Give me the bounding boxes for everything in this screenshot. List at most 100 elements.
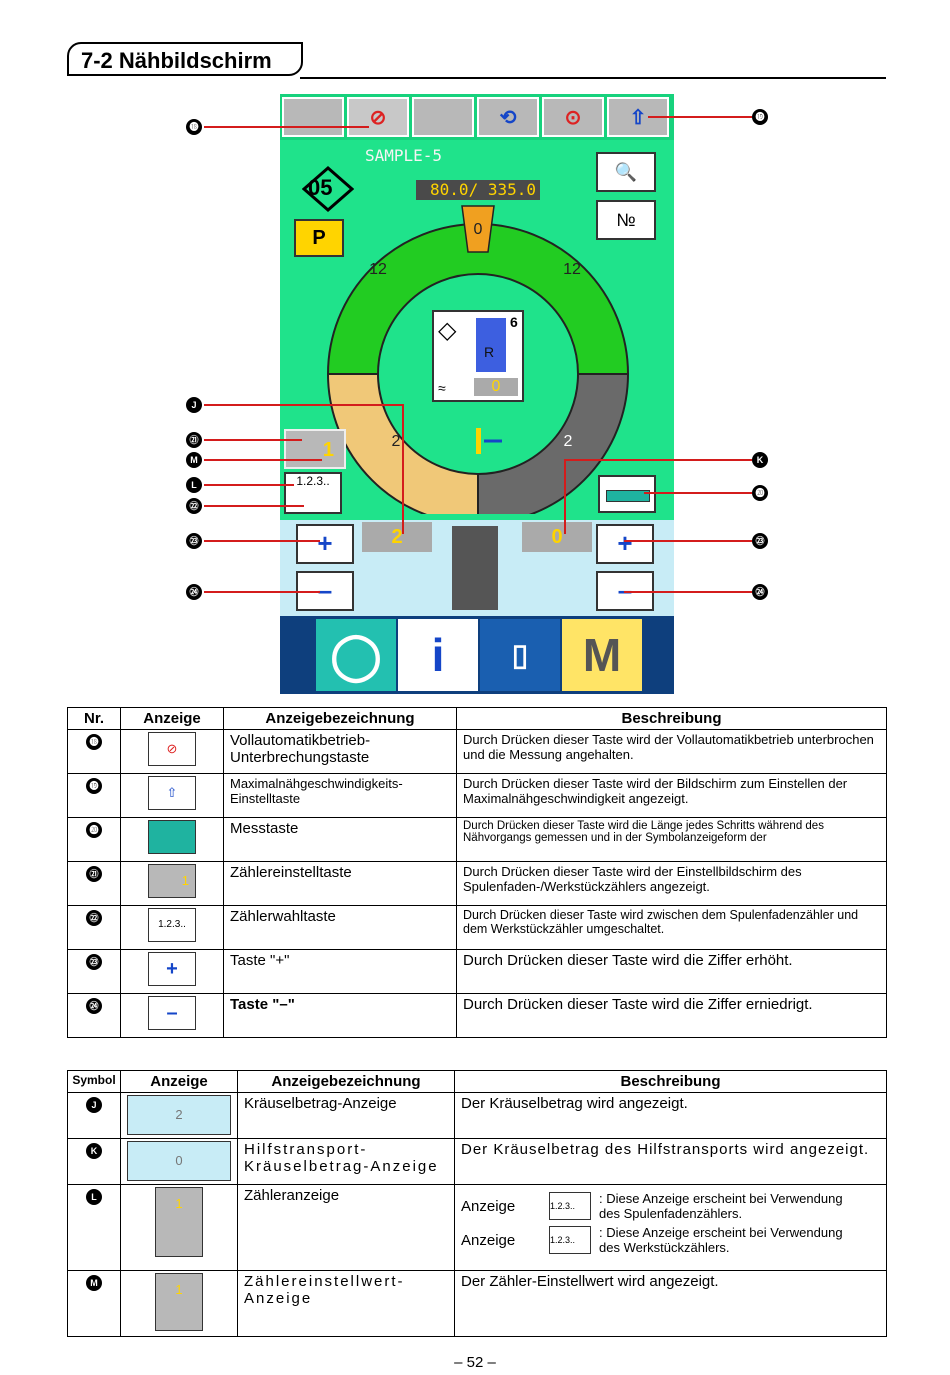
gather-left-value: 2: [362, 522, 432, 552]
plus-button-left[interactable]: +: [296, 524, 354, 564]
title-rule: [300, 77, 886, 79]
bottom-bar: ◯ i ▯ M: [280, 616, 674, 694]
row-name: Zähleranzeige: [237, 1184, 455, 1271]
desc-label-b: Anzeige: [461, 1231, 516, 1249]
speed-icon: ⇧: [148, 776, 196, 810]
magnifier-icon: 🔍: [614, 161, 638, 182]
ruler-icon: [148, 820, 196, 854]
callout-vline-J: [402, 404, 404, 534]
foot-graphic: [452, 526, 498, 610]
gather-thumbnail: 2: [127, 1095, 231, 1135]
callout-line-J: [204, 404, 404, 406]
table-row: K 0 Hilfstransport-Kräuselbetrag-Anzeige…: [67, 1138, 887, 1185]
minus-icon: –: [617, 575, 633, 605]
no-symbol-icon: ⊘: [148, 732, 196, 766]
pattern-name: SAMPLE-5: [365, 146, 443, 165]
info-button[interactable]: i: [398, 619, 478, 691]
center-value: 0: [474, 378, 518, 396]
col-anzeige: Anzeige: [120, 1070, 238, 1093]
bobbin-counter-icon: 1.2.3..: [549, 1192, 591, 1220]
counter-value-thumbnail: 1: [155, 1273, 203, 1331]
bobbin-button[interactable]: ⊙: [542, 97, 604, 137]
row-desc: Durch Drücken dieser Taste wird der Bild…: [456, 773, 887, 818]
callout-line-L: [204, 484, 294, 486]
callout-L: L: [186, 477, 202, 493]
mode-button[interactable]: M: [562, 619, 642, 691]
presser-r: R: [484, 344, 495, 360]
row-symbol: M: [86, 1275, 102, 1291]
blank-button-2[interactable]: [412, 97, 474, 137]
auto-stop-button[interactable]: ⊘: [347, 97, 409, 137]
rotate-button[interactable]: ⟲: [477, 97, 539, 137]
row-number: ㉒: [86, 910, 102, 926]
callout-line-19: [648, 116, 752, 118]
table-row: ⓲ ⊘ Vollautomatikbetrieb-Unterbrechungst…: [67, 729, 887, 774]
row-name: Taste "+": [223, 949, 457, 994]
ready-button[interactable]: ◯: [316, 619, 396, 691]
aux-gather-thumbnail: 0: [127, 1141, 231, 1181]
counter-thumbnail: 1: [155, 1187, 203, 1257]
table-row: J 2 Kräuselbetrag-Anzeige Der Kräuselbet…: [67, 1092, 887, 1139]
callout-24-right: ㉔: [752, 584, 768, 600]
display-table: Symbol Anzeige Anzeigebezeichnung Beschr…: [67, 1070, 887, 1337]
callout-line-K: [564, 459, 752, 461]
row-desc: Durch Drücken dieser Taste wird die Ziff…: [456, 949, 887, 994]
col-nr: Nr.: [67, 707, 121, 730]
callout-line-21: [204, 439, 302, 441]
row-number: ㉔: [86, 998, 102, 1014]
mode-m-label: M: [582, 629, 622, 681]
minus-icon: –: [148, 996, 196, 1030]
no-symbol-icon: ⊘: [369, 106, 387, 129]
counter-set-button[interactable]: 1: [284, 429, 346, 469]
bobbin-icon: ⊙: [564, 106, 582, 129]
ring-label-left-top: 12: [369, 261, 387, 278]
row-desc: Durch Drücken dieser Taste wird die Läng…: [456, 817, 887, 862]
callout-19: ⓳: [752, 109, 768, 125]
pattern-number: 05: [301, 166, 355, 212]
minus-button-left[interactable]: –: [296, 571, 354, 611]
measure-button[interactable]: [598, 475, 656, 513]
col-bezeichnung: Anzeigebezeichnung: [223, 707, 457, 730]
presser-six: 6: [510, 314, 518, 330]
counter-select-icon: 1.2.3..: [148, 908, 196, 942]
callout-line-24-right: [624, 591, 752, 593]
needle-marker: [476, 428, 481, 454]
ring-label-top: 0: [474, 221, 483, 238]
row-desc: Durch Drücken dieser Taste wird der Voll…: [456, 729, 887, 774]
p-button[interactable]: P: [294, 219, 344, 257]
presser-foot-icon: [476, 318, 506, 372]
zoom-button[interactable]: 🔍: [596, 152, 656, 192]
rotate-icon: ⟲: [499, 106, 517, 129]
button-table: Nr. Anzeige Anzeigebezeichnung Beschreib…: [67, 707, 887, 1038]
row-name: Zählereinstellwert-Anzeige: [237, 1270, 455, 1337]
pattern-number-text: 05: [308, 175, 333, 200]
callout-line-24-left: [204, 591, 320, 593]
table-header: Nr. Anzeige Anzeigebezeichnung Beschreib…: [67, 707, 887, 730]
row-number: ⓴: [86, 822, 102, 838]
desc-text-b: : Diese Anzeige erscheint bei Verwendung…: [599, 1225, 843, 1255]
blank-button-1[interactable]: [282, 97, 344, 137]
row-number: ⓲: [86, 734, 102, 750]
table-header: Symbol Anzeige Anzeigebezeichnung Beschr…: [67, 1070, 887, 1093]
table-row: M 1 Zählereinstellwert-Anzeige Der Zähle…: [67, 1270, 887, 1337]
row-name: Maximalnähgeschwindigkeits-Einstelltaste: [223, 773, 457, 818]
plus-button-right[interactable]: +: [596, 524, 654, 564]
ring-zero-segment: [461, 205, 495, 253]
row-name: Kräuselbetrag-Anzeige: [237, 1092, 455, 1139]
row-desc: Der Kräuselbetrag wird angezeigt.: [454, 1092, 887, 1139]
callout-J: J: [186, 397, 202, 413]
row-number: ㉓: [86, 954, 102, 970]
desc-label-a: Anzeige: [461, 1197, 516, 1215]
row-symbol: J: [86, 1097, 102, 1113]
row-desc: Der Kräuselbetrag des Hilfstransports wi…: [454, 1138, 887, 1185]
counter-select-button[interactable]: 1.2.3..: [284, 472, 342, 514]
callout-18: ⓲: [186, 119, 202, 135]
row-desc: Durch Drücken dieser Taste wird der Eins…: [456, 861, 887, 906]
phone-icon: ▯: [511, 638, 529, 672]
table-row: ⓳ ⇧ Maximalnähgeschwindigkeits-Einstellt…: [67, 773, 887, 818]
communication-button[interactable]: ▯: [480, 619, 560, 691]
no-search-button[interactable]: №: [596, 200, 656, 240]
desc-text-a: : Diese Anzeige erscheint bei Verwendung…: [599, 1191, 843, 1221]
gather-right-value: 0: [522, 522, 592, 552]
ring-label-right-top: 12: [563, 261, 581, 278]
